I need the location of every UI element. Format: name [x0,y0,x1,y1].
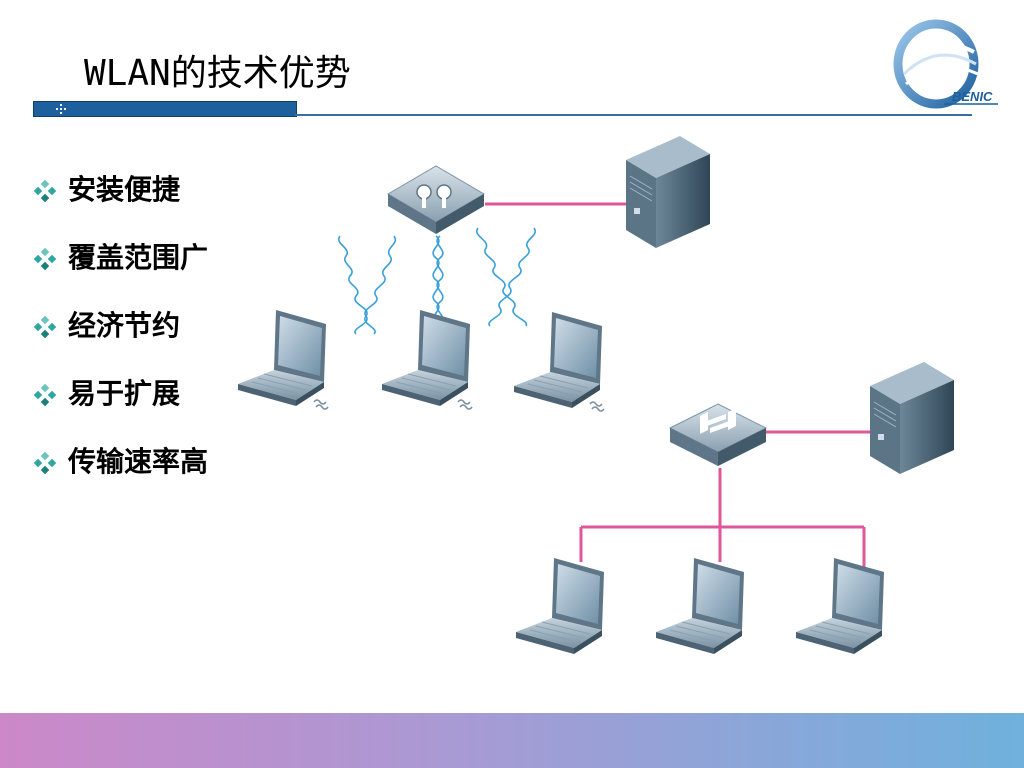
diamond-bullet-icon [34,452,56,474]
laptop-icon [655,557,745,655]
bullet-label: 经济节约 [68,309,181,342]
laptop-icon [237,309,329,410]
benic-logo: BENIC [886,12,1006,112]
bullet-label: 传输速率高 [68,445,209,478]
bullet-item: 易于扩展 [34,376,208,444]
footer-band [0,713,1024,768]
wireless-signal-icon [475,227,537,327]
bullet-item: 传输速率高 [34,444,208,512]
wireless-access-point-icon [387,165,485,234]
diamond-bullet-icon [34,316,56,338]
diamond-bullet-icon [34,384,56,406]
wired-links [579,430,872,576]
wireless-signal-icon [432,235,444,325]
server-tower-icon [869,361,955,475]
bullet-item: 覆盖范围广 [34,240,208,308]
wireless-signal-icon [337,235,397,335]
slide-title: WLAN的技术优势 [84,53,351,94]
bullet-label: 易于扩展 [68,377,181,410]
laptop-icon [513,311,605,412]
server-tower-icon [625,135,711,249]
laptop-icon [515,557,605,655]
bullet-label: 覆盖范围广 [68,241,209,274]
title-underline [295,114,972,116]
title-accent-bar [33,101,297,117]
diamond-bullet-icon [34,248,56,270]
diamond-bullet-icon [34,180,56,202]
bullet-list: 安装便捷覆盖范围广经济节约易于扩展传输速率高 [34,172,208,512]
bullet-item: 安装便捷 [34,172,208,240]
laptop-icon [795,557,885,655]
bullet-item: 经济节约 [34,308,208,376]
network-switch-icon [668,403,768,466]
logo-text: BENIC [952,89,993,104]
diamond-bullet-icon [56,104,66,114]
bullet-label: 安装便捷 [68,173,181,206]
laptop-icon [381,309,473,410]
